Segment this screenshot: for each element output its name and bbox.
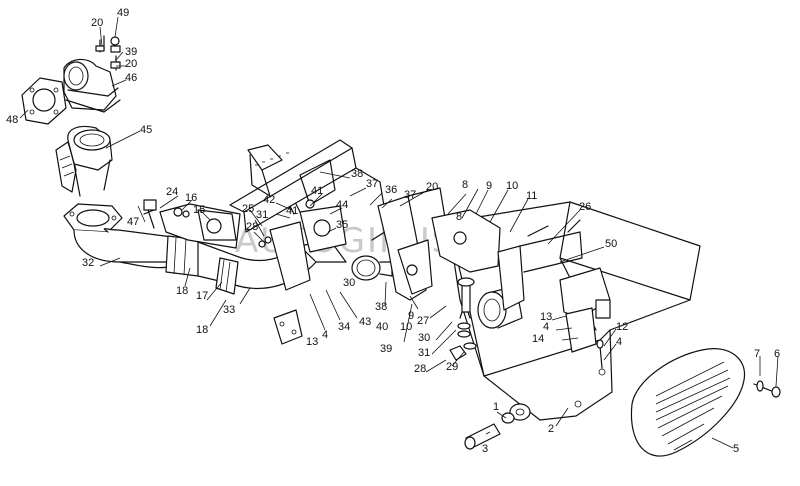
callout-18-lower: 18 <box>196 324 208 336</box>
callout-30-mid: 30 <box>343 277 355 289</box>
callout-10-top: 10 <box>506 180 518 192</box>
callout-35: 35 <box>336 219 348 231</box>
callout-24: 24 <box>166 186 178 198</box>
callout-33: 33 <box>223 304 235 316</box>
bolt-washer <box>464 403 531 450</box>
tailpipe-grille <box>630 348 746 457</box>
callout-38-top: 38 <box>351 168 363 180</box>
callout-29: 29 <box>446 361 458 373</box>
fastener-stack <box>449 277 477 361</box>
callout-2: 2 <box>548 423 554 435</box>
callout-36: 36 <box>385 184 397 196</box>
callout-28-low: 28 <box>414 363 426 375</box>
callout-20-right: 20 <box>426 181 438 193</box>
callout-18-upper: 18 <box>176 285 188 297</box>
callout-44: 44 <box>336 199 348 211</box>
callout-14: 14 <box>532 333 544 345</box>
callout-37-mid: 37 <box>404 189 416 201</box>
callout-43: 43 <box>359 316 371 328</box>
callout-labels: 20 49 39 20 46 48 45 24 16 15 47 32 18 1… <box>6 7 780 455</box>
middle-brackets <box>258 199 347 345</box>
callout-7: 7 <box>754 348 760 360</box>
callout-26: 26 <box>579 201 591 213</box>
callout-10-low: 10 <box>400 321 412 333</box>
callout-40: 40 <box>376 321 388 333</box>
callout-3: 3 <box>482 443 488 455</box>
callout-9-top: 9 <box>486 180 492 192</box>
callout-45: 45 <box>140 124 152 136</box>
leader-lines <box>19 16 779 449</box>
callout-11: 11 <box>526 190 537 202</box>
callout-50: 50 <box>605 238 617 250</box>
callout-32: 32 <box>82 257 94 269</box>
callout-25: 25 <box>242 203 254 215</box>
callout-48: 48 <box>6 114 18 126</box>
callout-20-top: 20 <box>91 17 103 29</box>
callout-47: 47 <box>127 216 139 228</box>
intake-pipe <box>63 203 201 277</box>
callout-9-low: 9 <box>408 310 414 322</box>
callout-30-low: 30 <box>418 332 430 344</box>
callout-20-mid: 20 <box>125 58 137 70</box>
callout-5: 5 <box>733 443 739 455</box>
callout-12: 12 <box>616 321 628 333</box>
callout-17: 17 <box>196 290 208 302</box>
callout-28-upper: 28 <box>246 221 258 233</box>
callout-46: 46 <box>125 72 137 84</box>
callout-42: 42 <box>263 194 275 206</box>
callout-8-mid: 8 <box>456 211 462 223</box>
callout-4-left: 4 <box>322 329 328 341</box>
callout-34: 34 <box>338 321 350 333</box>
exhaust-elbow-assembly <box>21 35 121 125</box>
callout-31-upper: 31 <box>256 209 268 221</box>
callout-1: 1 <box>493 401 499 413</box>
callout-27: 27 <box>417 315 429 327</box>
flex-bellows <box>55 125 113 197</box>
callout-8-top: 8 <box>462 179 468 191</box>
clamp-ring <box>351 255 393 281</box>
callout-31-low: 31 <box>418 347 430 359</box>
callout-39-low: 39 <box>380 343 392 355</box>
grille-bolt <box>753 380 781 398</box>
callout-4-far: 4 <box>616 336 622 348</box>
callout-6: 6 <box>774 348 780 360</box>
callout-13-right: 13 <box>540 311 552 323</box>
callout-38-low: 38 <box>375 301 387 313</box>
callout-39-top: 39 <box>125 46 137 58</box>
callout-49: 49 <box>117 7 129 19</box>
callout-15: 15 <box>193 204 205 216</box>
muffler-hanger-bracket <box>377 187 447 301</box>
callout-41: 41 <box>286 205 298 217</box>
callout-16: 16 <box>185 192 197 204</box>
callout-41-right: 41 <box>311 185 323 197</box>
callout-4-right: 4 <box>543 321 549 333</box>
bracket-bolt <box>596 339 604 369</box>
callout-13-left: 13 <box>306 336 318 348</box>
callout-37-top: 37 <box>366 178 378 190</box>
